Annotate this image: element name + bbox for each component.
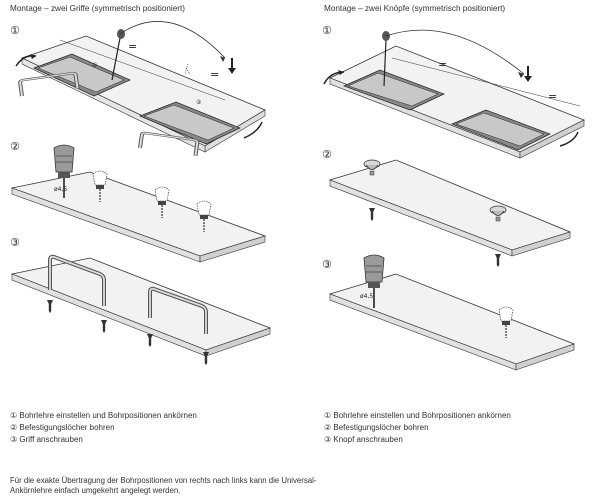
right-drill-label: ø4,5 bbox=[360, 293, 373, 300]
svg-text:①: ① bbox=[92, 62, 97, 69]
left-step1-badge: ① bbox=[10, 24, 20, 37]
left-step3-figure: ③ bbox=[10, 236, 272, 365]
left-drill-label: ø4,5 bbox=[54, 186, 67, 193]
right-title: Montage – zwei Knöpfe (symmetrisch posit… bbox=[324, 4, 506, 13]
right-step-2: ② Befestigungslöcher bohren bbox=[324, 423, 429, 432]
right-step3-badge: ③ bbox=[322, 258, 332, 271]
right-step1-badge: ① bbox=[322, 24, 332, 37]
right-step1-figure: ① = = bbox=[322, 24, 585, 159]
right-step3-figure: ③ ø4,5 bbox=[322, 254, 576, 371]
left-step3-badge: ③ bbox=[10, 236, 20, 249]
left-step1-figure: ① ① ② = = bbox=[10, 21, 266, 158]
svg-text:②: ② bbox=[196, 99, 202, 106]
left-step-2: ② Befestigungslöcher bohren bbox=[10, 423, 115, 432]
left-step-3: ③ Griff anschrauben bbox=[10, 435, 83, 444]
left-step2-figure: ② ø4,5 bbox=[10, 140, 267, 263]
left-equal-mark-1: = bbox=[128, 40, 137, 53]
right-step-3: ③ Knopf anschrauben bbox=[324, 435, 403, 444]
left-title: Montage – zwei Griffe (symmetrisch posit… bbox=[10, 4, 186, 13]
left-step2-badge: ② bbox=[10, 140, 20, 153]
left-step-1: ① Bohrlehre einstellen und Bohrpositione… bbox=[10, 411, 197, 420]
left-steps-list: ① Bohrlehre einstellen und Bohrpositione… bbox=[10, 410, 197, 446]
usage-note: Für die exakte Übertragung der Bohrposit… bbox=[10, 476, 317, 495]
right-steps-list: ① Bohrlehre einstellen und Bohrpositione… bbox=[324, 410, 511, 446]
left-equal-mark-2: = bbox=[210, 68, 219, 81]
right-step2-figure: ② bbox=[322, 148, 572, 267]
right-step-1: ① Bohrlehre einstellen und Bohrpositione… bbox=[324, 411, 511, 420]
right-step2-badge: ② bbox=[322, 148, 332, 161]
right-equal-mark-2: = bbox=[548, 90, 557, 103]
right-equal-mark-1: = bbox=[438, 58, 447, 71]
